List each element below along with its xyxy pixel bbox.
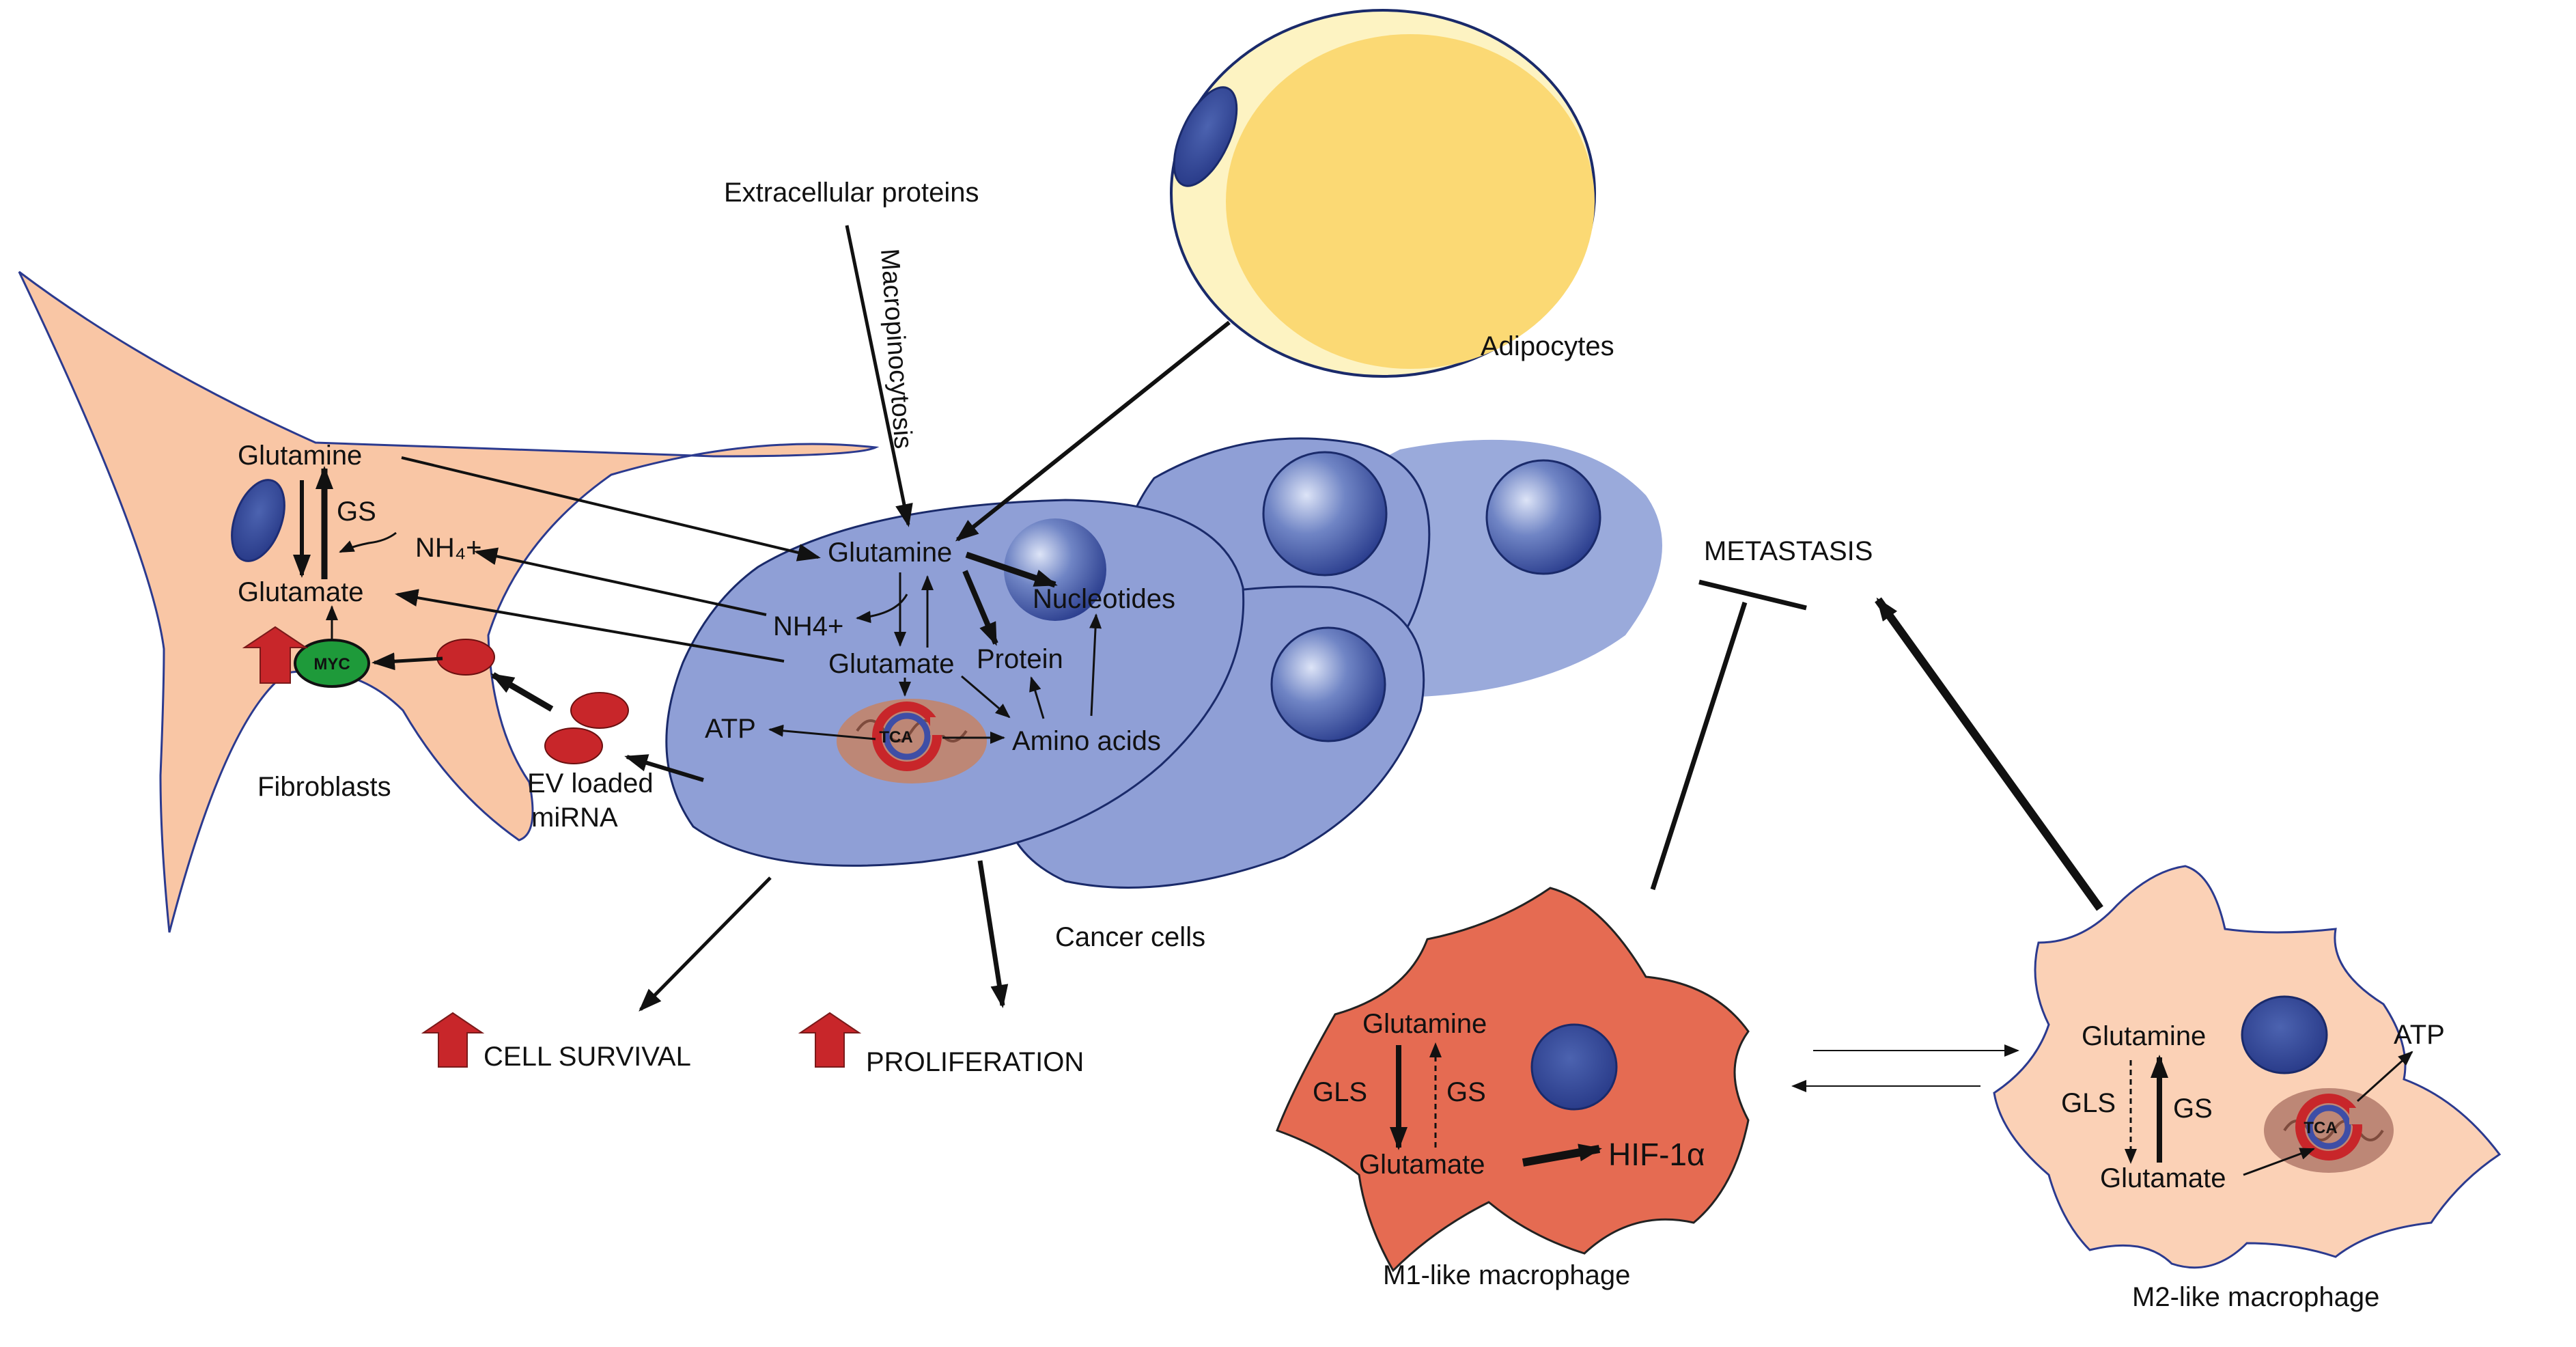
cancer-glutamine-text: Glutamine xyxy=(828,538,952,568)
cancer-cells-group: TCA Glutamine NH4+ Glutamate Nucleotides… xyxy=(665,437,1662,889)
adipocyte-fat-droplet xyxy=(1226,34,1595,369)
cancer-to-proliferation-arrow xyxy=(977,860,1009,1008)
ca-aminoacids-to-nucleotides-arrow xyxy=(1089,613,1102,717)
m1-gls-text: GLS xyxy=(1313,1077,1367,1107)
ev-mirna-text: miRNA xyxy=(531,803,618,833)
adipocyte-cell xyxy=(1170,9,1596,378)
m2-glutamate-to-tca-arrow xyxy=(2243,1148,2315,1176)
cancer-tca-ring-outer xyxy=(872,702,942,771)
m1-inhibits-metastasis-line xyxy=(1650,601,1748,891)
ev-vesicle-1 xyxy=(436,639,495,676)
myc-badge xyxy=(294,639,370,688)
m2-gs-text: GS xyxy=(2173,1094,2213,1124)
m2-tca-gap xyxy=(2349,1108,2366,1124)
ev-cluster-arrow xyxy=(490,672,554,712)
adipocyte-to-glutamine-arrow xyxy=(955,320,1231,542)
ev-vesicle-2 xyxy=(570,692,629,729)
myc-label: MYC xyxy=(313,655,350,674)
ev-loaded-text: EV loaded xyxy=(527,768,654,799)
cancer-protein-text: Protein xyxy=(977,644,1063,674)
cancer-to-ev-arrow xyxy=(624,754,704,782)
ev-to-myc-arrow xyxy=(372,652,443,671)
ca-glutamine-to-protein-arrow xyxy=(962,570,998,646)
ca-glutamine-to-nucleotides-arrow xyxy=(965,551,1058,588)
proliferation-label: PROLIFERATION xyxy=(866,1047,1084,1077)
ca-aminoacids-to-protein-arrow xyxy=(1029,676,1045,719)
m2-macrophage-label: M2-like macrophage xyxy=(2132,1282,2379,1312)
cancer-tca-gap xyxy=(930,717,948,735)
m2-tca-ring-inner xyxy=(2306,1105,2351,1150)
cancer-nucleus-top xyxy=(1262,451,1388,577)
cancer-nh4-to-fib-nh4-arrow xyxy=(474,547,767,616)
fib-glutamate-text: Glutamate xyxy=(238,577,364,607)
fib-glutamine-text: Glutamine xyxy=(238,441,362,471)
cancer-tca-text: TCA xyxy=(879,728,912,747)
fibroblast-nucleus xyxy=(231,479,285,562)
metastasis-label: METASTASIS xyxy=(1704,536,1873,566)
m1-macrophage-label: M1-like macrophage xyxy=(1383,1260,1630,1290)
fib-glutamine-to-cancer-glutamine-arrow xyxy=(401,456,821,561)
ca-nh4-pointer xyxy=(856,594,908,624)
m1-nucleus xyxy=(1530,1023,1618,1111)
m1-glutamate-to-hif-arrow xyxy=(1522,1143,1602,1167)
cancer-nucleus-bottom xyxy=(1270,626,1386,742)
cancer-cells-label: Cancer cells xyxy=(1055,922,1205,952)
m2-macrophage-cell: TCA Glutamine Glutamate GLS GS ATP xyxy=(1993,865,2502,1269)
cancer-glutamate-to-fib-glutamate-arrow xyxy=(395,589,785,663)
extracellular-proteins-label: Extracellular proteins xyxy=(724,178,979,208)
fib-gs-text: GS xyxy=(337,497,376,527)
m1-glutamate-text: Glutamate xyxy=(1359,1150,1485,1180)
fib-gs-pointer xyxy=(339,531,397,553)
m2-atp-text: ATP xyxy=(2394,1020,2445,1050)
adipocytes-label: Adipocytes xyxy=(1481,331,1614,361)
cancer-nucleus-right xyxy=(1485,459,1601,575)
m1-inhibit-bar xyxy=(1698,579,1807,611)
red-up-arrow-icon xyxy=(242,626,309,684)
ca-glutamate-to-aminoacids-arrow xyxy=(961,675,1011,719)
cancer-atp-text: ATP xyxy=(705,714,756,744)
m2-tca-ring-outer xyxy=(2295,1094,2362,1161)
m2-nucleus xyxy=(2241,995,2328,1074)
ev-vesicle-3 xyxy=(544,727,603,764)
macropinocytosis-label: Macropinocytosis xyxy=(875,248,917,450)
cell-survival-label: CELL SURVIVAL xyxy=(484,1042,691,1072)
fib-nh4-text: NH₄+ xyxy=(415,533,481,563)
m1-glutamine-text: Glutamine xyxy=(1362,1009,1487,1039)
cancer-tca-ring-inner xyxy=(883,712,931,760)
cancer-nucleotides-text: Nucleotides xyxy=(1033,584,1175,614)
m2-gls-text: GLS xyxy=(2061,1088,2116,1118)
cancer-glutamate-text: Glutamate xyxy=(828,649,955,679)
cell-survival-up-arrow-icon xyxy=(421,1012,485,1068)
cancer-to-cell-survival-arrow xyxy=(639,876,772,1012)
m2-body xyxy=(1993,865,2502,1269)
m2-tca-text: TCA xyxy=(2304,1119,2337,1137)
proliferation-up-arrow-icon xyxy=(798,1012,862,1068)
extracellular-to-glutamine-arrow xyxy=(845,225,913,527)
m1-macrophage-cell: Glutamine Glutamate GLS GS HIF-1α xyxy=(1276,887,1750,1273)
m2-glutamine-text: Glutamine xyxy=(2082,1021,2206,1051)
m1-body xyxy=(1276,887,1750,1273)
m1-hif-text: HIF-1α xyxy=(1608,1137,1705,1172)
cancer-nh4-text: NH4+ xyxy=(773,611,843,641)
ev-vesicles xyxy=(436,639,629,764)
adipocyte-nucleus xyxy=(1173,86,1238,187)
ca-tca-to-atp-arrow xyxy=(768,724,876,740)
fibroblasts-label: Fibroblasts xyxy=(257,772,391,802)
m1-gs-text: GS xyxy=(1446,1077,1486,1107)
cancer-aminoacids-text: Amino acids xyxy=(1012,726,1161,756)
cancer-nucleus-main xyxy=(1004,518,1106,621)
m2-to-metastasis-arrow xyxy=(1875,597,2103,911)
m2-tca-to-atp-arrow xyxy=(2356,1051,2413,1102)
m2-glutamate-text: Glutamate xyxy=(2100,1163,2226,1193)
